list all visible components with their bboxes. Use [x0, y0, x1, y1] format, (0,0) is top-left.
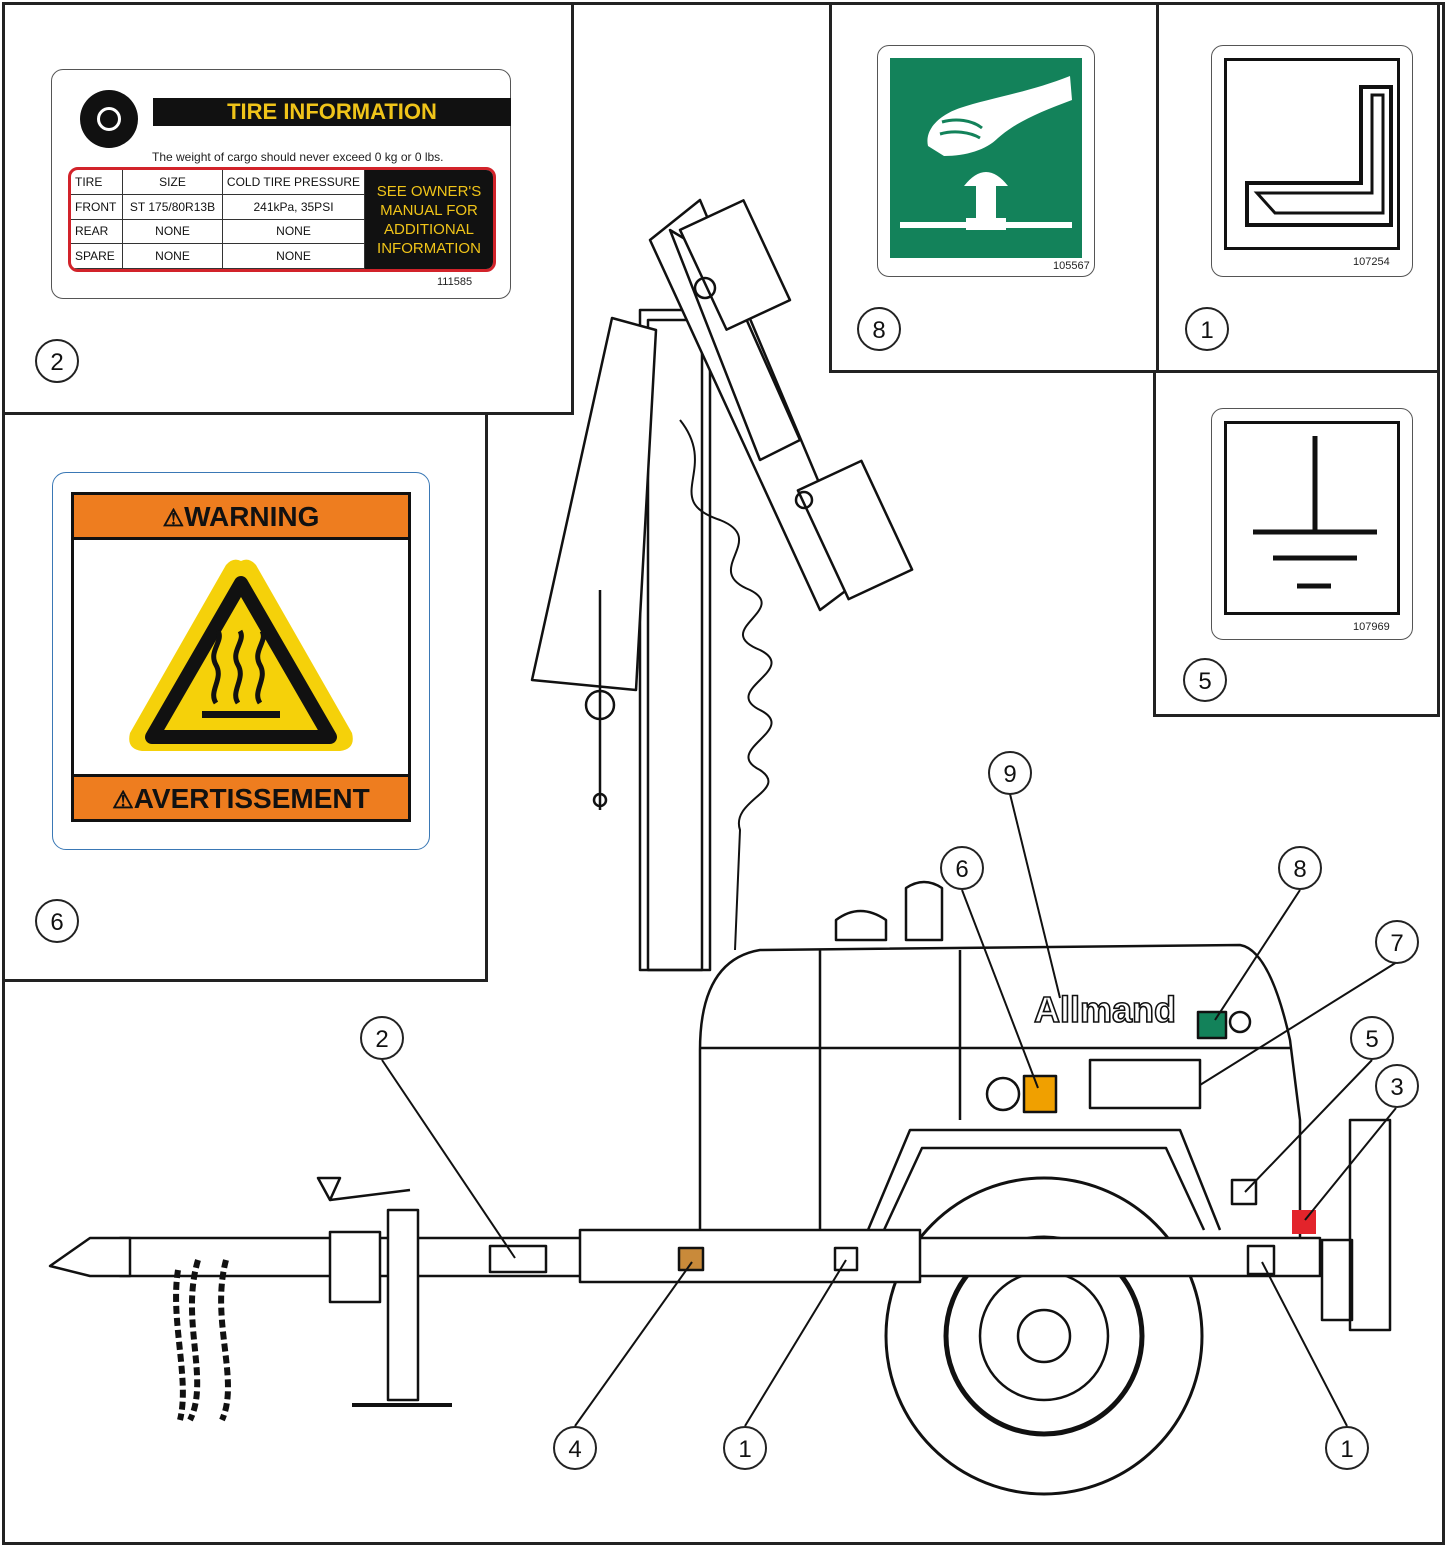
callout-number: 2 — [360, 1016, 404, 1060]
manual-note-line: MANUAL FOR — [380, 201, 478, 219]
part-number: 107969 — [1353, 621, 1390, 633]
table-cell: REAR — [71, 219, 123, 245]
warning-triangle-icon: ⚠ — [112, 787, 134, 814]
emergency-stop-symbol — [890, 58, 1082, 258]
hot-surface-decal: ⚠WARNING ⚠AVERTISSEMENT — [52, 472, 430, 850]
tire-table-grid: TIRE SIZE COLD TIRE PRESSURE FRONT ST 17… — [71, 170, 365, 269]
warning-footer-text: AVERTISSEMENT — [133, 783, 370, 814]
hot-surface-icon — [129, 559, 353, 751]
ground-point-decal: 107969 — [1211, 408, 1413, 640]
callout-number: 6 — [35, 899, 79, 943]
part-number: 105567 — [1053, 260, 1090, 272]
table-header: COLD TIRE PRESSURE — [223, 170, 365, 195]
callout-number: 2 — [35, 339, 79, 383]
callout-number: 5 — [1350, 1016, 1394, 1060]
table-header: SIZE — [123, 170, 223, 195]
table-cell: NONE — [223, 219, 365, 245]
callout-number: 1 — [1185, 307, 1229, 351]
warning-header: ⚠WARNING — [74, 495, 408, 540]
callout-number: 3 — [1375, 1064, 1419, 1108]
owners-manual-note: SEE OWNER'S MANUAL FOR ADDITIONAL INFORM… — [365, 170, 493, 269]
callout-number: 5 — [1183, 658, 1227, 702]
table-cell: NONE — [123, 244, 223, 269]
callout-number: 7 — [1375, 920, 1419, 964]
part-number: 107254 — [1353, 256, 1390, 268]
callout-number: 6 — [940, 846, 984, 890]
manual-note-line: INFORMATION — [377, 239, 481, 257]
cargo-weight-note: The weight of cargo should never exceed … — [152, 150, 444, 164]
ground-symbol — [1224, 421, 1400, 615]
callout-number: 1 — [723, 1426, 767, 1470]
table-header: TIRE — [71, 170, 123, 195]
ground-point-panel: 107969 5 — [1153, 370, 1440, 717]
brand-logo: Allmand — [1034, 989, 1176, 1030]
forklift-pocket-icon — [1245, 85, 1393, 227]
table-cell: 241kPa, 35PSI — [223, 194, 365, 220]
warning-footer: ⚠AVERTISSEMENT — [74, 774, 408, 819]
tire-icon — [80, 90, 138, 148]
part-number: 111585 — [437, 276, 473, 288]
lift-point-decal: 107254 — [1211, 45, 1413, 277]
emergency-stop-decal: 105567 — [877, 45, 1095, 277]
lift-point-symbol — [1224, 58, 1400, 250]
emergency-stop-icon — [900, 76, 1072, 230]
lift-point-panel: 107254 1 — [1156, 2, 1440, 373]
callout-number: 1 — [1325, 1426, 1369, 1470]
callout-number: 9 — [988, 751, 1032, 795]
tire-info-title: TIRE INFORMATION — [153, 98, 511, 126]
emergency-stop-panel: 105567 8 — [829, 2, 1159, 373]
callout-number: 4 — [553, 1426, 597, 1470]
table-cell: NONE — [123, 219, 223, 245]
callout-number: 8 — [857, 307, 901, 351]
tire-table: TIRE SIZE COLD TIRE PRESSURE FRONT ST 17… — [68, 167, 496, 272]
table-cell: SPARE — [71, 244, 123, 269]
manual-note-line: ADDITIONAL — [383, 220, 474, 238]
ground-icon — [1253, 436, 1377, 589]
table-cell: FRONT — [71, 194, 123, 220]
manual-note-line: SEE OWNER'S — [376, 182, 482, 200]
table-cell: NONE — [223, 244, 365, 269]
table-cell: ST 175/80R13B — [123, 194, 223, 220]
warning-header-text: WARNING — [184, 501, 320, 532]
tire-info-decal: TIRE INFORMATION The weight of cargo sho… — [51, 69, 511, 299]
hot-surface-panel: ⚠WARNING ⚠AVERTISSEMENT 6 — [2, 412, 488, 982]
warning-label: ⚠WARNING ⚠AVERTISSEMENT — [71, 492, 411, 822]
callout-number: 8 — [1278, 846, 1322, 890]
warning-triangle-icon: ⚠ — [162, 505, 185, 532]
